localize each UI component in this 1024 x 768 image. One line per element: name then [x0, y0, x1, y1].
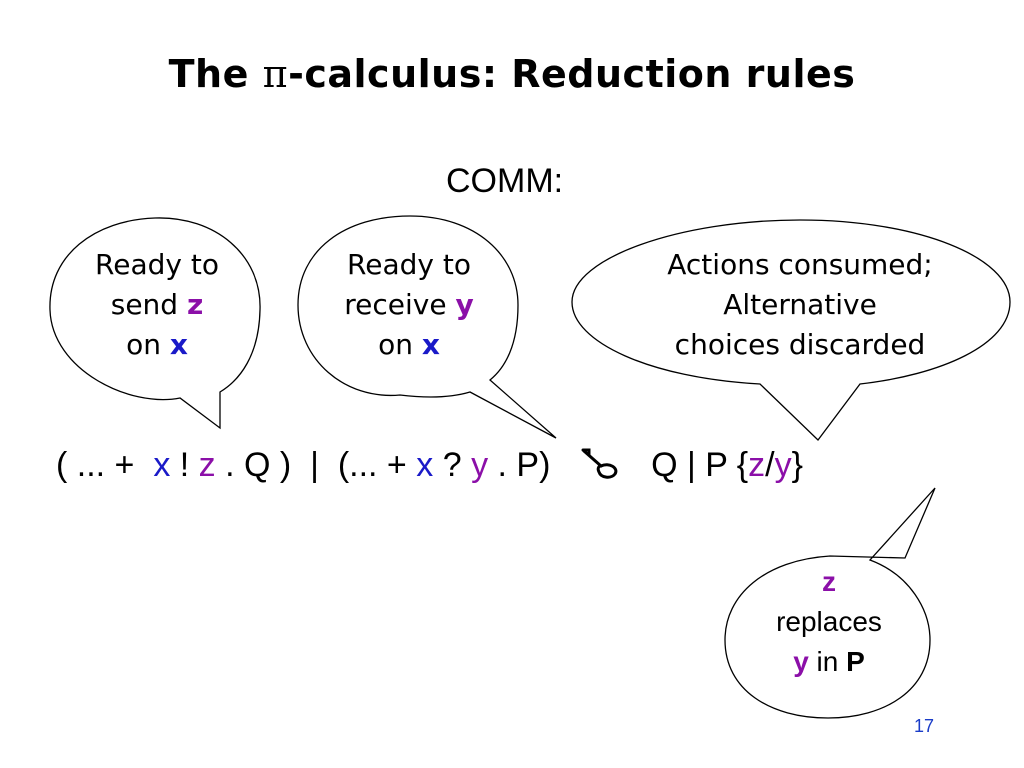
send-bubble-text: Ready to send z on x — [60, 245, 254, 365]
formula-part: ( ... + — [56, 446, 154, 484]
consumed-line-2: Alternative — [723, 288, 877, 321]
replace-bubble-shape — [724, 487, 936, 719]
send-bubble-shape — [49, 217, 261, 430]
slide-title: The π-calculus: Reduction rules — [168, 52, 856, 96]
receive-line-3: on x — [378, 328, 440, 361]
consumed-line-3: choices discarded — [674, 328, 926, 361]
consumed-bubble-shape — [571, 219, 1011, 441]
consumed-bubble-text: Actions consumed; Alternative choices di… — [598, 245, 1002, 365]
comm-formula: ( ... + x ! z . Q ) | (... + x ? y . P) … — [56, 446, 803, 485]
consumed-line-1: Actions consumed; — [667, 248, 933, 281]
replace-line-3: y in P — [793, 646, 865, 677]
send-line-3: on x — [126, 328, 188, 361]
receive-bubble-shape — [297, 215, 557, 439]
rule-label: COMM: — [446, 162, 564, 200]
formula-name: z — [198, 446, 216, 484]
receive-bubble-text: Ready to receive y on x — [306, 245, 512, 365]
formula-part: ! — [170, 446, 199, 484]
formula-name: y — [774, 446, 792, 484]
replace-line-2: replaces — [776, 606, 882, 637]
formula-name: z — [748, 446, 766, 484]
formula-channel: x — [153, 446, 171, 484]
formula-name: y — [471, 446, 489, 484]
receive-line-1: Ready to — [347, 248, 471, 281]
send-line-2: send z — [110, 288, 204, 321]
replace-line-1: z — [822, 566, 836, 597]
formula-part: ? — [433, 446, 472, 484]
formula-part: } — [791, 446, 803, 484]
formula-channel: x — [416, 446, 434, 484]
formula-part: Q | P { — [622, 446, 749, 484]
send-line-1: Ready to — [95, 248, 219, 281]
replace-bubble-text: z replaces y in P — [735, 562, 923, 682]
formula-part: . Q ) | (... + — [215, 446, 417, 484]
page-number: 17 — [914, 716, 935, 736]
receive-line-2: receive y — [344, 288, 474, 321]
reduction-arrow-icon — [581, 448, 618, 479]
formula-part: / — [765, 446, 775, 484]
formula-part: . P) — [488, 446, 579, 484]
